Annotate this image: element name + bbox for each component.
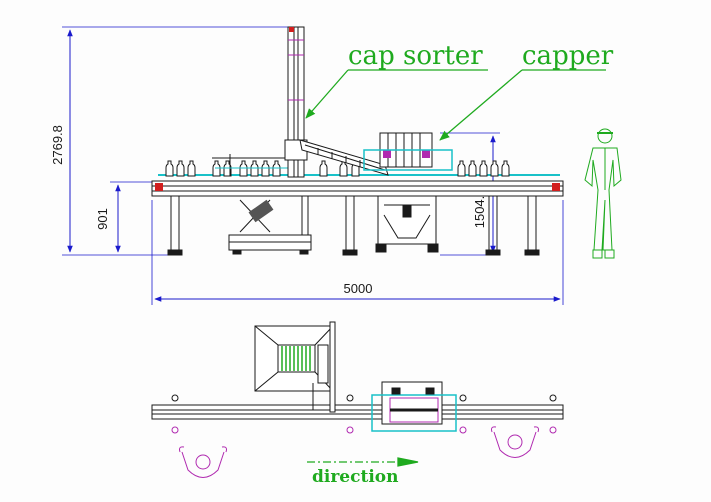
capper-machine [363,132,453,253]
cap-sorter-base [228,196,312,255]
operator-topview-icon [491,426,539,458]
label-arrows [305,69,606,467]
dimension-conveyor-height: 901 [95,208,110,230]
label-cap-sorter: cap sorter [348,41,483,71]
conveyor-legs [167,195,540,256]
top-view [151,321,564,434]
dimension-overall-height: 2769.8 [50,125,65,165]
side-view [151,26,564,256]
dimension-overall-length: 5000 [344,281,373,296]
label-capper: capper [522,41,614,71]
arrow-right-icon [397,457,419,467]
dimension-lines [62,26,564,305]
label-direction: direction [312,467,398,487]
worker-figure-icon [584,128,622,259]
cap-sorter-column [284,26,389,178]
dimension-capper-height: 1504. [472,196,487,229]
operator-topview-icon [179,446,227,478]
